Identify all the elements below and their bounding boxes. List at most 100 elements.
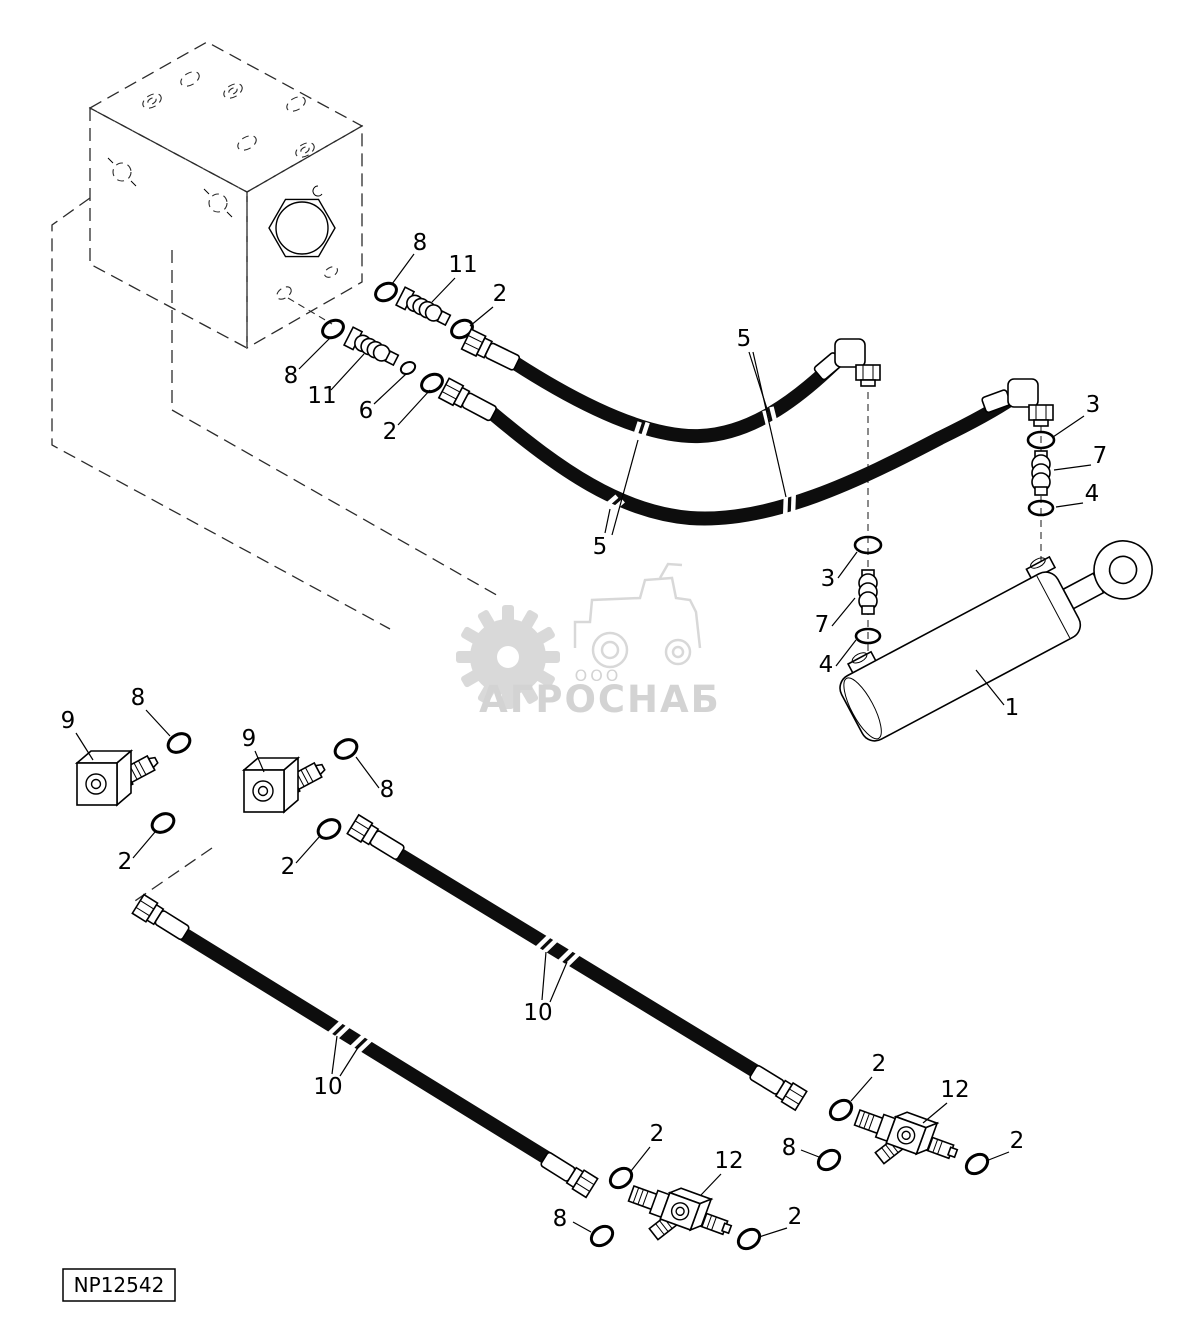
hose-lower — [437, 377, 1054, 526]
o-ring-8 — [321, 318, 345, 340]
block-top-holes — [142, 71, 315, 158]
leader-line — [800, 1149, 820, 1158]
callout-5: 5 — [737, 326, 752, 352]
callout-10: 10 — [313, 1074, 342, 1100]
o-ring-2 — [828, 1098, 854, 1122]
hose-break-mark — [348, 1033, 373, 1056]
leader-line — [145, 709, 171, 737]
leader-lines — [75, 253, 1092, 1238]
callout-8: 8 — [553, 1206, 568, 1232]
callout-5: 5 — [593, 534, 608, 560]
drawing-number-box: NP12542 — [62, 1268, 176, 1302]
leader-line — [752, 351, 787, 498]
callout-10: 10 — [523, 1000, 552, 1026]
leader-line — [975, 669, 1005, 706]
hose-break-mark — [631, 421, 650, 443]
o-ring-8 — [333, 738, 359, 760]
hose-end-fitting — [749, 1065, 808, 1112]
callout-3: 3 — [1086, 392, 1101, 418]
phantom-line — [131, 847, 213, 904]
callout-2: 2 — [788, 1204, 803, 1230]
phantom-line — [51, 197, 391, 630]
manifold-block — [88, 41, 364, 350]
block-front-face — [89, 106, 248, 350]
hose-upper — [460, 328, 881, 444]
o-ring-8 — [374, 281, 398, 303]
callout-4: 4 — [819, 652, 834, 678]
callout-8: 8 — [782, 1135, 797, 1161]
hose-break-mark — [762, 406, 779, 432]
drawing-number: NP12542 — [74, 1273, 165, 1297]
connector-fitting-11 — [394, 286, 452, 327]
callout-2: 2 — [872, 1051, 887, 1077]
leader-line — [339, 1045, 360, 1077]
leader-line — [355, 756, 380, 789]
phantom-lines — [51, 197, 1042, 904]
leader-line — [835, 639, 857, 667]
hose-10a — [346, 813, 808, 1112]
elbow-fitting — [813, 338, 881, 387]
hose-break-mark — [556, 947, 581, 970]
leader-line — [254, 750, 265, 773]
callout-12: 12 — [714, 1148, 743, 1174]
o-ring-2 — [316, 818, 342, 840]
block-right-face — [246, 124, 363, 350]
callout-2: 2 — [118, 849, 133, 875]
connector-fitting-11 — [342, 326, 400, 367]
elbow-fitting-9a — [74, 749, 159, 807]
o-ring-8 — [166, 732, 192, 754]
hose-end-fitting — [460, 328, 521, 371]
cylinder-port-stack-mid — [853, 535, 883, 645]
leader-line — [922, 1102, 948, 1124]
o-ring-2 — [420, 372, 444, 394]
callout-9: 9 — [242, 726, 257, 752]
leader-line — [298, 337, 331, 370]
port-axis-line — [287, 297, 333, 325]
callout-7: 7 — [815, 612, 830, 638]
cylinder-barrel — [839, 571, 1082, 742]
leader-line — [132, 831, 156, 859]
hose-10b-line — [178, 928, 557, 1167]
o-ring-8 — [816, 1148, 842, 1172]
o-ring-2 — [608, 1166, 634, 1190]
block-outlet-port — [276, 286, 292, 300]
elbow-fitting-9b — [241, 756, 326, 814]
leader-line — [391, 253, 415, 285]
o-ring-4 — [854, 627, 882, 645]
leader-line — [75, 732, 94, 761]
leader-line — [397, 389, 431, 426]
block-outlet-port — [323, 266, 339, 278]
tee-fitting-12a — [853, 1108, 959, 1165]
leader-line — [1055, 502, 1084, 508]
leader-line — [985, 1151, 1010, 1162]
lower-port-stack — [321, 318, 444, 394]
leader-line — [295, 835, 321, 864]
leader-line — [572, 1221, 592, 1233]
leader-line — [330, 353, 365, 391]
block-front-ports — [107, 157, 233, 218]
callout-2: 2 — [281, 854, 296, 880]
callout-11: 11 — [307, 383, 336, 409]
callout-2: 2 — [1010, 1128, 1025, 1154]
phantom-line — [171, 250, 501, 598]
callout-7: 7 — [1093, 443, 1108, 469]
o-ring-2 — [964, 1152, 990, 1176]
leader-line — [431, 277, 456, 303]
callout-11: 11 — [448, 252, 477, 278]
callout-9: 9 — [61, 708, 76, 734]
callout-8: 8 — [380, 777, 395, 803]
leader-line — [549, 961, 568, 1003]
cylinder-port-stack-right — [1026, 430, 1056, 517]
watermark-gear-icon — [456, 605, 560, 709]
adapter-fitting-7 — [858, 569, 878, 615]
callout-3: 3 — [821, 566, 836, 592]
leader-line — [541, 951, 547, 1001]
callout-labels: 8 11 2 8 11 6 2 5 5 3 7 4 3 7 4 1 8 9 9 … — [61, 230, 1108, 1232]
leader-line — [604, 508, 611, 534]
o-ring-2 — [150, 812, 176, 834]
leader-line — [630, 1146, 651, 1172]
watermark-company-prefix: ООО — [575, 666, 622, 685]
watermark-company-name: АГРОСНАБ — [479, 678, 721, 721]
backup-ring-6 — [399, 361, 417, 375]
hose-break-mark — [534, 933, 559, 956]
